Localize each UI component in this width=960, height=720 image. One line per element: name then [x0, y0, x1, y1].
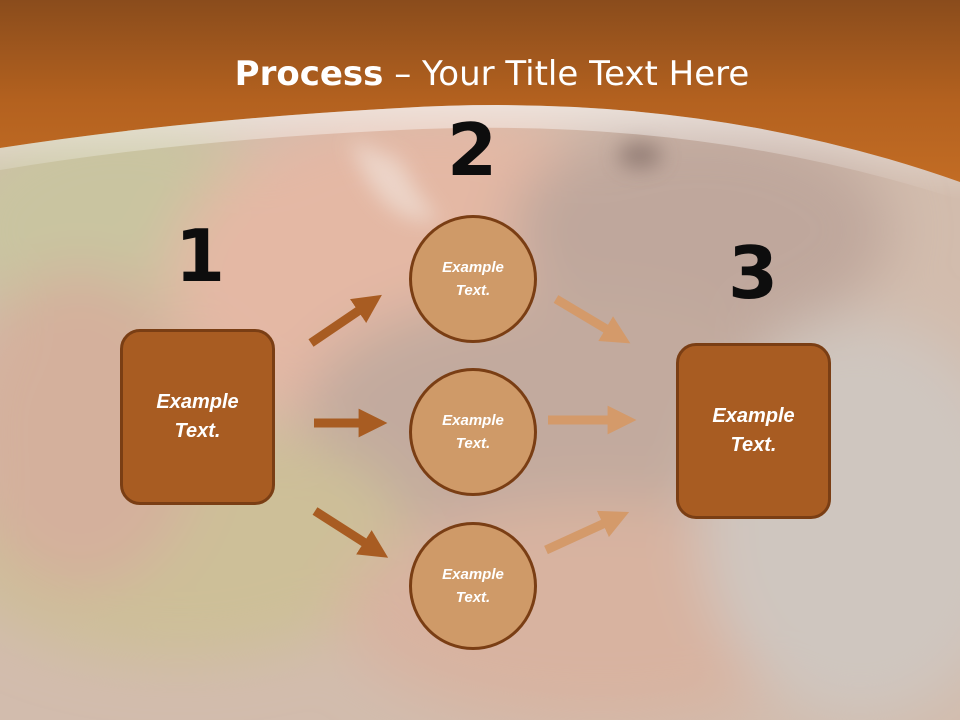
step-number-3: 3 [727, 231, 779, 315]
slide-title: Process – Your Title Text Here [0, 52, 960, 96]
title-rest: Your Title Text Here [422, 54, 750, 94]
step-number-2: 2 [446, 108, 498, 192]
process-box-3-text: Example Text. [712, 405, 795, 456]
process-circle-3: Example Text. [409, 522, 537, 650]
header-band [0, 0, 960, 200]
process-circle-2-text: Example Text. [442, 412, 504, 452]
process-circle-2: Example Text. [409, 368, 537, 496]
process-circle-1: Example Text. [409, 215, 537, 343]
step-number-1: 1 [174, 214, 226, 298]
title-bold: Process [234, 54, 384, 94]
title-dash: – [383, 54, 423, 94]
process-circle-3-text: Example Text. [442, 566, 504, 606]
process-box-1: Example Text. [120, 329, 275, 505]
process-box-3: Example Text. [676, 343, 831, 519]
process-box-1-text: Example Text. [156, 391, 239, 442]
process-circle-1-text: Example Text. [442, 259, 504, 299]
